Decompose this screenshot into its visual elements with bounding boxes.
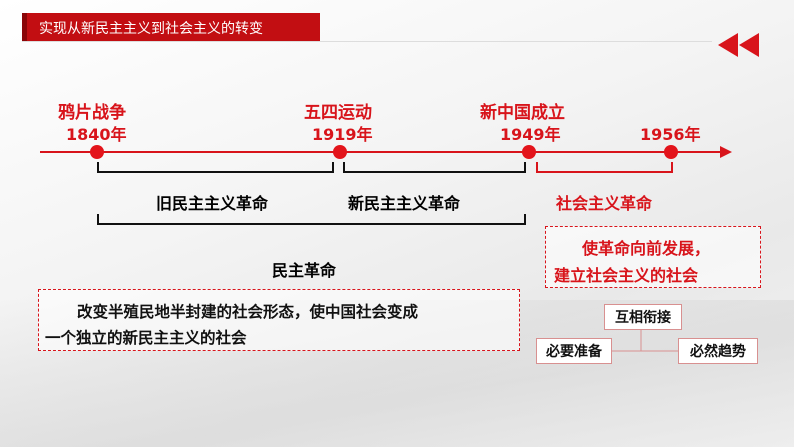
period-old-democratic-revolution: 旧民主主义革命 [156,194,269,213]
year-1956: 1956年 [640,125,701,144]
page-title: 实现从新民主主义到社会主义的转变 [39,21,263,37]
event-may-fourth: 五四运动 [304,103,372,123]
democratic-result-line-1: 改变半殖民地半封建的社会形态，使中国社会变成 [77,303,419,321]
timeline-dot-1956 [664,145,678,159]
relation-necessary-preparation: 必要准备 [536,338,612,364]
year-1919: 1919年 [312,125,373,144]
timeline-dot-1949 [522,145,536,159]
democratic-revolution-result-box: 改变半殖民地半封建的社会形态，使中国社会变成 一个独立的新民主主义的社会 [38,289,520,351]
event-opium-war: 鸦片战争 [58,103,126,123]
double-left-arrow-icon[interactable] [718,32,764,58]
timeline-dot-1919 [333,145,347,159]
socialist-revolution-result-box: 使革命向前发展， 建立社会主义的社会 [545,226,761,288]
year-1840: 1840年 [66,125,127,144]
year-1949: 1949年 [500,125,561,144]
event-new-china: 新中国成立 [480,103,565,123]
period-democratic-revolution: 民主革命 [272,261,337,280]
relation-mutual-connection: 互相衔接 [604,304,682,330]
socialist-result-line-1: 使革命向前发展， [582,239,711,258]
relation-inevitable-trend: 必然趋势 [678,338,758,364]
title-bar: 实现从新民主主义到社会主义的转变 [22,13,320,41]
period-socialist-revolution: 社会主义革命 [556,194,653,213]
period-new-democratic-revolution: 新民主主义革命 [348,194,461,213]
top-divider [22,41,712,42]
timeline-dot-1840 [90,145,104,159]
democratic-result-line-2: 一个独立的新民主主义的社会 [45,329,247,347]
socialist-result-line-2: 建立社会主义的社会 [554,266,699,285]
